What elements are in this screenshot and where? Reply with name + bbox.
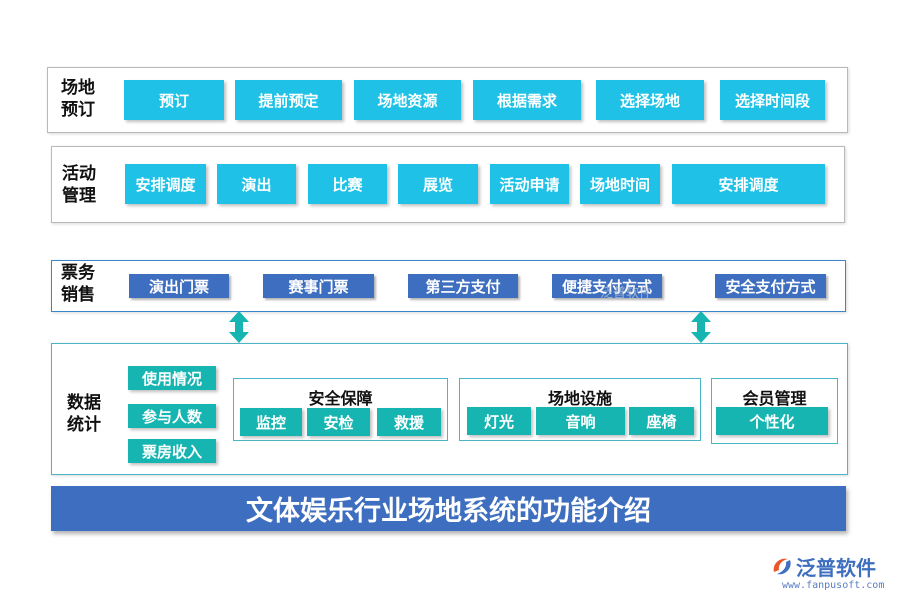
activity-row-label: 活动 管理 bbox=[62, 164, 96, 206]
page-title: 文体娱乐行业场地系统的功能介绍 bbox=[51, 486, 846, 531]
activity-item-schedule[interactable]: 安排调度 bbox=[125, 164, 206, 204]
activity-item-schedule-2[interactable]: 安排调度 bbox=[672, 164, 825, 204]
activity-item-apply[interactable]: 活动申请 bbox=[490, 164, 569, 204]
booking-item-choose-time[interactable]: 选择时间段 bbox=[720, 80, 825, 120]
security-item-monitor[interactable]: 监控 bbox=[240, 408, 302, 436]
data-item-participants[interactable]: 参与人数 bbox=[128, 404, 216, 428]
booking-item-choose-venue[interactable]: 选择场地 bbox=[596, 80, 704, 120]
ticket-row-label: 票务 销售 bbox=[61, 263, 95, 305]
logo-name: 泛普软件 bbox=[796, 556, 876, 580]
data-item-usage[interactable]: 使用情况 bbox=[128, 366, 216, 390]
facility-item-sound[interactable]: 音响 bbox=[536, 407, 625, 435]
activity-item-performance[interactable]: 演出 bbox=[217, 164, 296, 204]
ticket-item-show[interactable]: 演出门票 bbox=[129, 274, 229, 298]
booking-item-reserve[interactable]: 预订 bbox=[124, 80, 224, 120]
double-arrow-icon-left bbox=[229, 311, 249, 343]
facility-item-lighting[interactable]: 灯光 bbox=[467, 407, 531, 435]
security-item-rescue[interactable]: 救援 bbox=[377, 408, 441, 436]
data-item-box-office[interactable]: 票房收入 bbox=[128, 439, 216, 463]
ticket-item-match[interactable]: 赛事门票 bbox=[263, 274, 374, 298]
booking-row-label: 场地 预订 bbox=[61, 78, 95, 120]
ticket-item-secure[interactable]: 安全支付方式 bbox=[715, 274, 826, 298]
group-security-title: 安全保障 bbox=[308, 389, 373, 408]
membership-item-personalized[interactable]: 个性化 bbox=[716, 407, 828, 435]
ticket-item-third-party[interactable]: 第三方支付 bbox=[408, 274, 518, 298]
group-membership-title: 会员管理 bbox=[742, 389, 807, 408]
brand-logo: 泛普软件 www.fanpusoft.com bbox=[770, 552, 895, 596]
fanpu-logo-icon bbox=[773, 558, 791, 575]
double-arrow-icon-right bbox=[691, 311, 711, 343]
activity-item-exhibition[interactable]: 展览 bbox=[398, 164, 478, 204]
activity-item-venue-time[interactable]: 场地时间 bbox=[580, 164, 660, 204]
logo-url[interactable]: www.fanpusoft.com bbox=[782, 580, 885, 591]
watermark: 泛普软件 bbox=[600, 286, 653, 301]
activity-item-competition[interactable]: 比赛 bbox=[308, 164, 387, 204]
ticket-item-convenient[interactable]: 便捷支付方式 bbox=[552, 274, 662, 298]
facility-item-seating[interactable]: 座椅 bbox=[629, 407, 694, 435]
booking-item-advance[interactable]: 提前预定 bbox=[235, 80, 342, 120]
group-facilities-title: 场地设施 bbox=[547, 389, 612, 408]
security-item-check[interactable]: 安检 bbox=[307, 408, 370, 436]
booking-item-demand[interactable]: 根据需求 bbox=[473, 80, 581, 120]
booking-item-resources[interactable]: 场地资源 bbox=[354, 80, 461, 120]
data-row-label: 数据 统计 bbox=[67, 393, 101, 435]
